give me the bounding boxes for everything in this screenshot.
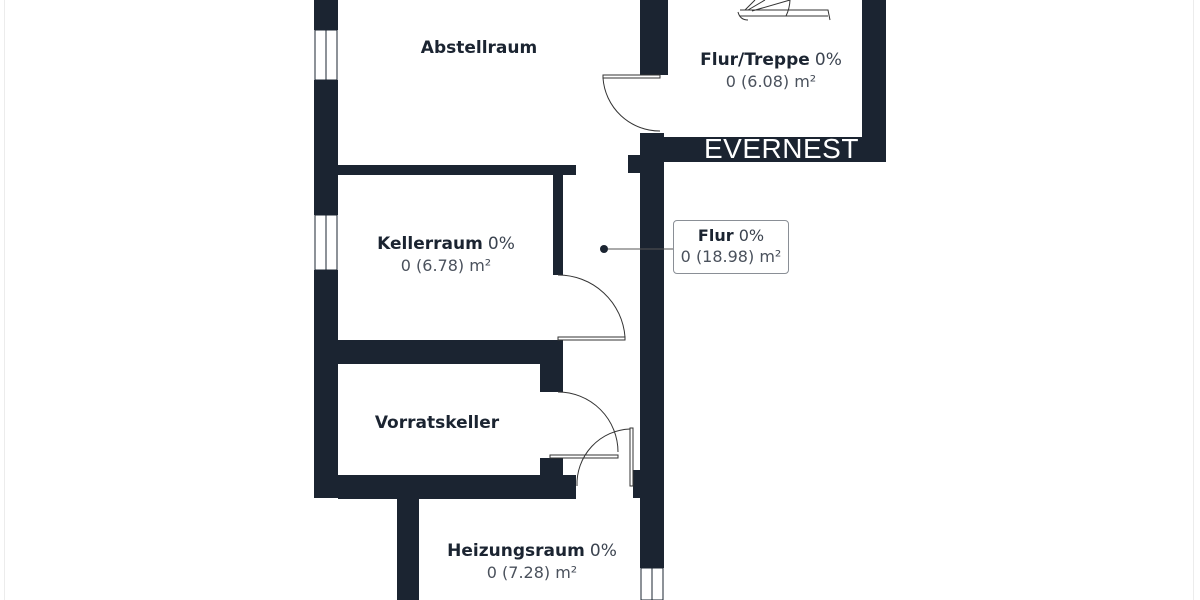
room-area: 0 (6.08) m²: [725, 72, 817, 91]
room-name: Flur/Treppe: [700, 50, 810, 70]
room-label-abstellraum: Abstellraum: [421, 38, 537, 58]
brand-watermark: EVERNEST: [704, 133, 859, 164]
room-pct: 0%: [814, 50, 842, 70]
room-pct: 0%: [487, 234, 515, 254]
windows: [314, 29, 664, 600]
room-label-heizungsraum: Heizungsraum 0% 0 (7.28) m²: [447, 541, 617, 582]
image-frame: [4, 0, 1194, 600]
room-callout-flur: Flur 0% 0 (18.98) m²: [673, 220, 789, 274]
flur-marker: [600, 245, 608, 253]
doors: [549, 74, 661, 487]
room-pct: 0%: [589, 541, 617, 561]
room-label-kellerraum: Kellerraum 0% 0 (6.78) m²: [377, 234, 515, 275]
room-name: Flur: [697, 226, 734, 245]
room-name: Vorratskeller: [374, 413, 500, 433]
stairs-icon: [737, 0, 831, 21]
room-label-flur-treppe: Flur/Treppe 0% 0 (6.08) m²: [700, 50, 842, 91]
room-area: 0 (18.98) m²: [680, 247, 782, 266]
room-name: Kellerraum: [377, 234, 483, 254]
room-name: Heizungsraum: [447, 541, 585, 561]
room-pct: 0%: [738, 226, 765, 245]
room-name: Abstellraum: [420, 38, 538, 58]
room-area: 0 (7.28) m²: [486, 563, 578, 582]
walls: [314, 0, 886, 600]
room-area: 0 (6.78) m²: [400, 256, 492, 275]
room-label-vorratskeller: Vorratskeller: [375, 413, 499, 433]
